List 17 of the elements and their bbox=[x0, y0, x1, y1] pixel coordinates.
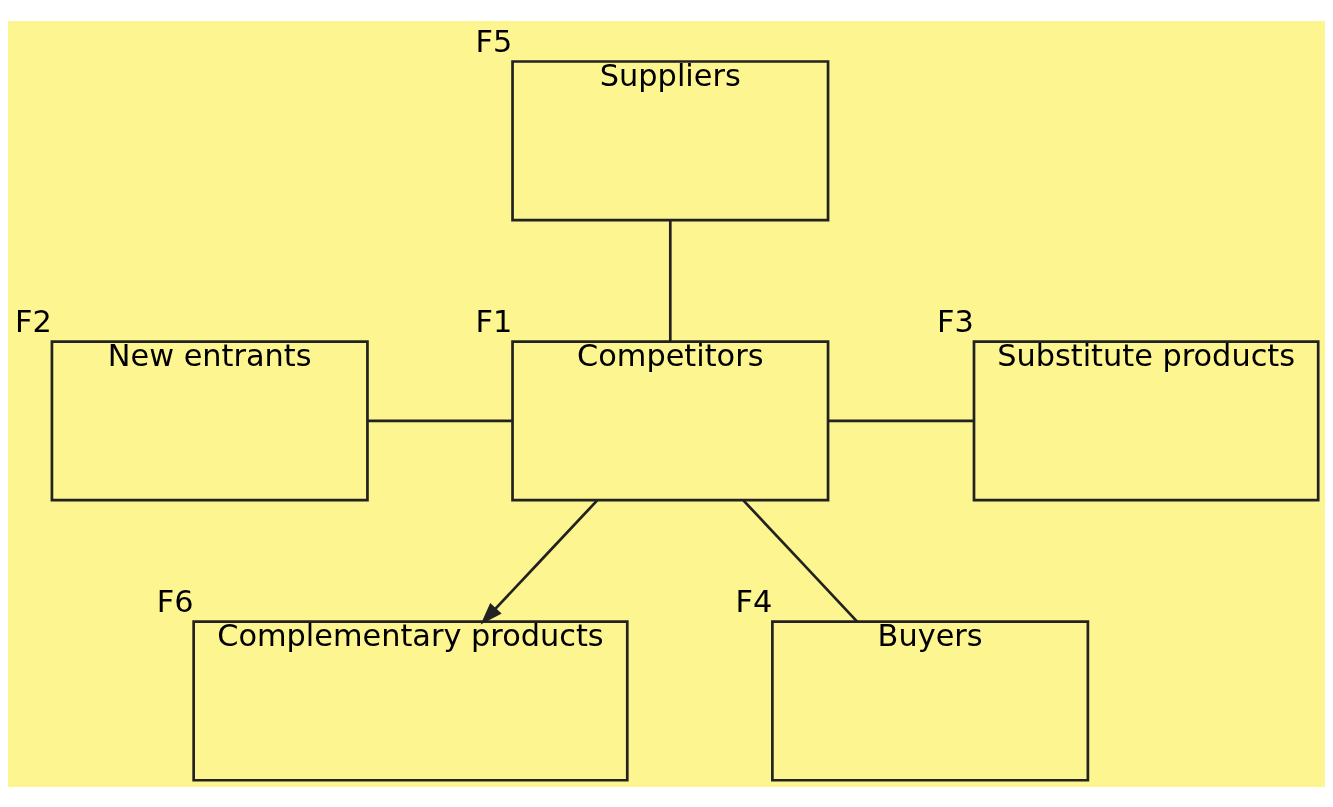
node-box: Substitute products bbox=[972, 339, 1320, 502]
node-label: F2 bbox=[14, 303, 52, 339]
node-box: Competitors bbox=[511, 339, 830, 502]
node-label: F3 bbox=[937, 303, 974, 339]
node-box: Suppliers bbox=[511, 59, 830, 221]
node-box: Buyers bbox=[771, 619, 1090, 782]
connector bbox=[668, 219, 672, 341]
connector bbox=[742, 498, 859, 622]
connector bbox=[367, 419, 513, 422]
node-box: Complementary products bbox=[192, 619, 629, 782]
node-label: F5 bbox=[475, 23, 513, 59]
arrow bbox=[480, 498, 599, 625]
node-box: New entrants bbox=[50, 339, 369, 502]
node-label: F4 bbox=[735, 583, 773, 619]
node-label: F1 bbox=[475, 303, 513, 339]
connector bbox=[828, 419, 974, 422]
node-label: F6 bbox=[156, 583, 194, 619]
